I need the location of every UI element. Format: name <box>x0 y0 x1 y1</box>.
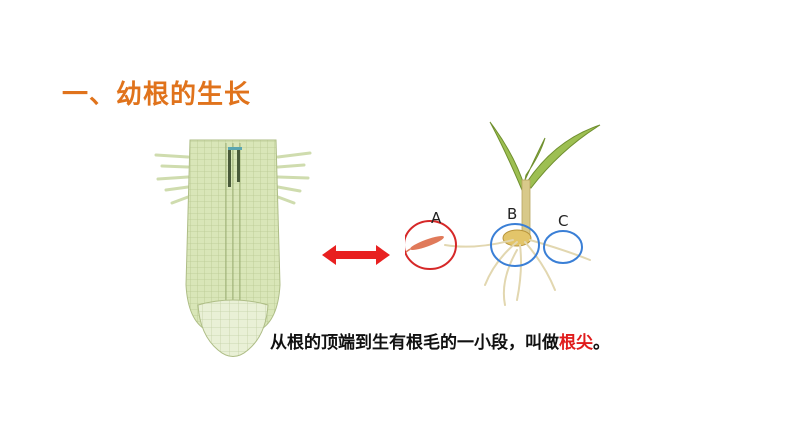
page-title: 一、幼根的生长 <box>62 80 252 110</box>
double-arrow-icon <box>322 245 390 265</box>
seedling-illustration <box>405 121 601 306</box>
label-b: B <box>507 205 518 223</box>
caption-prefix: 从根的顶端到生有根毛的一小段，叫做 <box>270 333 559 353</box>
caption-suffix: 。 <box>593 333 610 353</box>
label-a: A <box>431 209 442 227</box>
label-c: C <box>558 212 569 230</box>
root-tip-illustration <box>154 139 312 357</box>
caption-text: 从根的顶端到生有根毛的一小段，叫做根尖。 <box>270 328 610 353</box>
caption-highlight: 根尖 <box>559 333 593 353</box>
